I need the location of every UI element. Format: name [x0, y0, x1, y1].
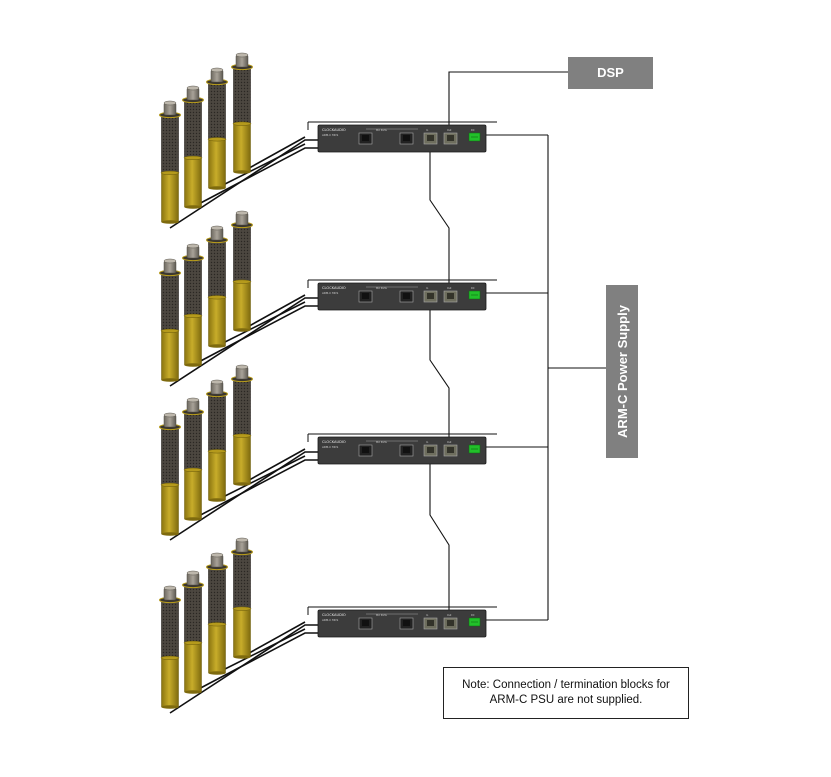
microphone-3 — [206, 379, 228, 502]
port-dc-label: DC — [471, 441, 475, 444]
device-model: ARM-C MCS — [322, 618, 338, 622]
microphone-1 — [159, 412, 181, 536]
port-out-label: Out — [447, 441, 451, 444]
dsp-box: DSP — [568, 57, 653, 89]
device-model: ARM-C MCS — [322, 133, 338, 137]
device-brand: CLOCKAUDIO — [322, 128, 346, 132]
microphone-2 — [182, 570, 204, 694]
daisy-chain-1 — [429, 142, 450, 291]
microphone-1 — [159, 258, 181, 382]
microphone-3 — [206, 225, 228, 348]
microphone-3 — [206, 552, 228, 675]
note-line-2: ARM-C PSU are not supplied. — [489, 694, 643, 706]
microphone-2 — [182, 85, 204, 209]
note-line-1: Note: Connection / termination blocks fo… — [462, 679, 670, 691]
port-in-label: In — [426, 287, 429, 290]
microphone-3 — [206, 67, 228, 190]
device-mic-ports-label: Mic Ports — [376, 287, 388, 290]
device-mic-ports-label: Mic Ports — [376, 614, 388, 617]
device-model: ARM-C MCS — [322, 291, 338, 295]
port-in-label: In — [426, 614, 429, 617]
daisy-chain-2 — [429, 301, 450, 445]
port-out-label: Out — [447, 129, 451, 132]
port-dc-label: DC — [471, 129, 475, 132]
port-out-label: Out — [447, 287, 451, 290]
port-in-label: In — [426, 129, 429, 132]
device-brand: CLOCKAUDIO — [322, 613, 346, 617]
microphone-4 — [231, 52, 253, 174]
power-supply-box: ARM-C Power Supply — [606, 285, 638, 458]
port-dc-label: DC — [471, 287, 475, 290]
microphone-2 — [182, 243, 204, 367]
microphone-4 — [231, 210, 253, 332]
power-supply-label: ARM-C Power Supply — [615, 304, 630, 438]
device-mic-ports-label: Mic Ports — [376, 441, 388, 444]
microphone-1 — [159, 585, 181, 709]
microphone-4 — [231, 364, 253, 486]
device-mic-ports-label: Mic Ports — [376, 129, 388, 132]
microphone-4 — [231, 537, 253, 659]
device-brand: CLOCKAUDIO — [322, 286, 346, 290]
microphone-2 — [182, 397, 204, 521]
dsp-cable — [448, 71, 568, 135]
note-box: Note: Connection / termination blocks fo… — [443, 667, 689, 719]
dsp-label: DSP — [597, 65, 624, 80]
port-out-label: Out — [447, 614, 451, 617]
port-dc-label: DC — [471, 614, 475, 617]
daisy-chain-3 — [429, 455, 450, 617]
wiring — [429, 71, 606, 621]
microphone-1 — [159, 100, 181, 224]
device-model: ARM-C MCS — [322, 445, 338, 449]
device-brand: CLOCKAUDIO — [322, 440, 346, 444]
port-in-label: In — [426, 441, 429, 444]
